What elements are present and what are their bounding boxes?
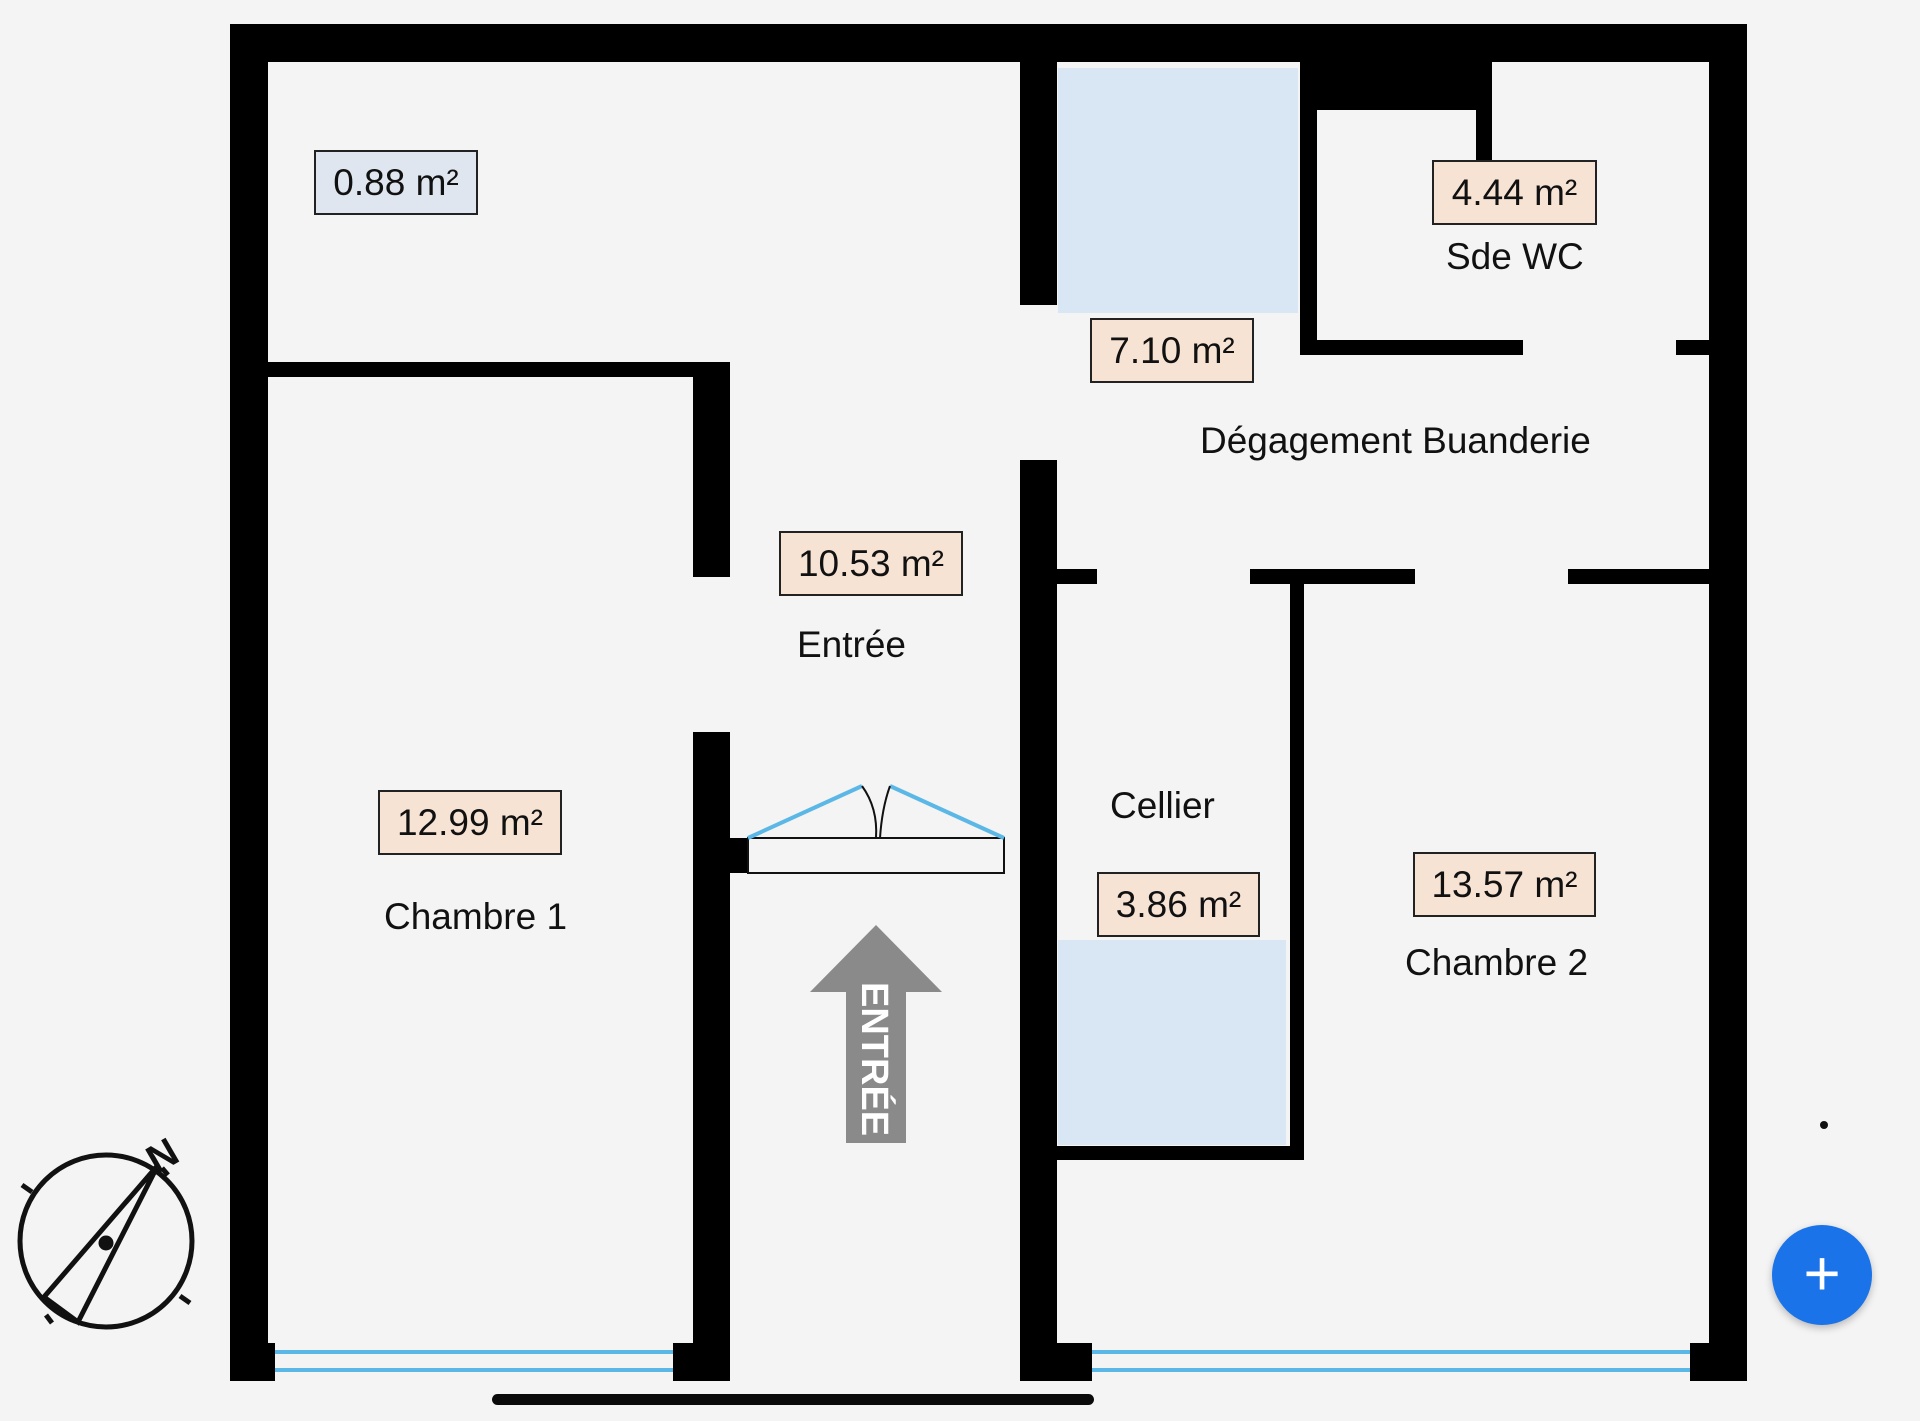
room-name-entree: Entrée	[797, 624, 907, 665]
entry-arrow-label: ENTRÉE	[853, 982, 897, 1136]
windows	[275, 1350, 1690, 1372]
partition-mid-right	[1568, 569, 1709, 584]
wc-wall-bottom-right	[1676, 340, 1709, 355]
area-tag-degagement: 7.10 m²	[1090, 318, 1254, 383]
entry-arrow-icon	[810, 925, 942, 1143]
cellier-wall-right	[1290, 584, 1304, 1160]
area-tag-sde-wc: 4.44 m²	[1432, 160, 1597, 225]
area-tag-entree: 10.53 m²	[779, 531, 963, 596]
chambre1-wall-right-upper	[693, 362, 730, 577]
home-indicator[interactable]	[492, 1394, 1094, 1405]
wall-bottom-right	[1690, 1343, 1747, 1381]
outer-wall-top	[230, 24, 1747, 62]
cellier-wall-bottom	[1057, 1146, 1304, 1160]
walls	[230, 24, 1747, 1381]
chambre1-wall-top	[268, 362, 730, 377]
compass-icon: N	[17, 1130, 195, 1330]
area-tag-chambre-2: 13.57 m²	[1413, 852, 1596, 917]
outer-wall-left	[230, 24, 268, 1381]
wall-bottom-left	[230, 1343, 275, 1381]
area-tag-storage-top-left: 0.88 m²	[314, 150, 478, 215]
central-wall-lower	[1020, 460, 1057, 1381]
room-name-sde-wc: Sde WC	[1446, 236, 1584, 277]
add-button[interactable]: +	[1772, 1225, 1872, 1325]
wc-wall-bottom	[1300, 340, 1523, 355]
entry-door	[747, 784, 1005, 874]
area-tag-chambre-1: 12.99 m²	[378, 790, 562, 855]
entry-wall-stub	[730, 838, 752, 873]
chambre1-wall-right-lower	[693, 732, 730, 1381]
area-tag-cellier: 3.86 m²	[1097, 872, 1260, 937]
room-name-chambre-2: Chambre 2	[1405, 942, 1589, 983]
partition-mid-center	[1250, 569, 1415, 584]
partition-mid-left	[1057, 569, 1097, 584]
room-name-degagement: Dégagement Buanderie	[1200, 420, 1591, 461]
central-wall-upper	[1020, 55, 1057, 305]
wc-wall-right-stub	[1476, 55, 1492, 165]
room-name-chambre-1: Chambre 1	[384, 896, 568, 937]
dot-marker	[1820, 1121, 1828, 1129]
wc-block	[1300, 55, 1492, 110]
storage-area-cellier	[1058, 940, 1286, 1145]
outer-wall-right	[1709, 24, 1747, 1381]
plus-icon: +	[1803, 1237, 1841, 1309]
wc-wall-left	[1300, 55, 1317, 355]
room-name-cellier: Cellier	[1110, 785, 1215, 826]
entry-arrow: ENTRÉE	[810, 925, 942, 1143]
compass-north-label: N	[139, 1130, 186, 1183]
storage-area-top	[1058, 68, 1298, 313]
